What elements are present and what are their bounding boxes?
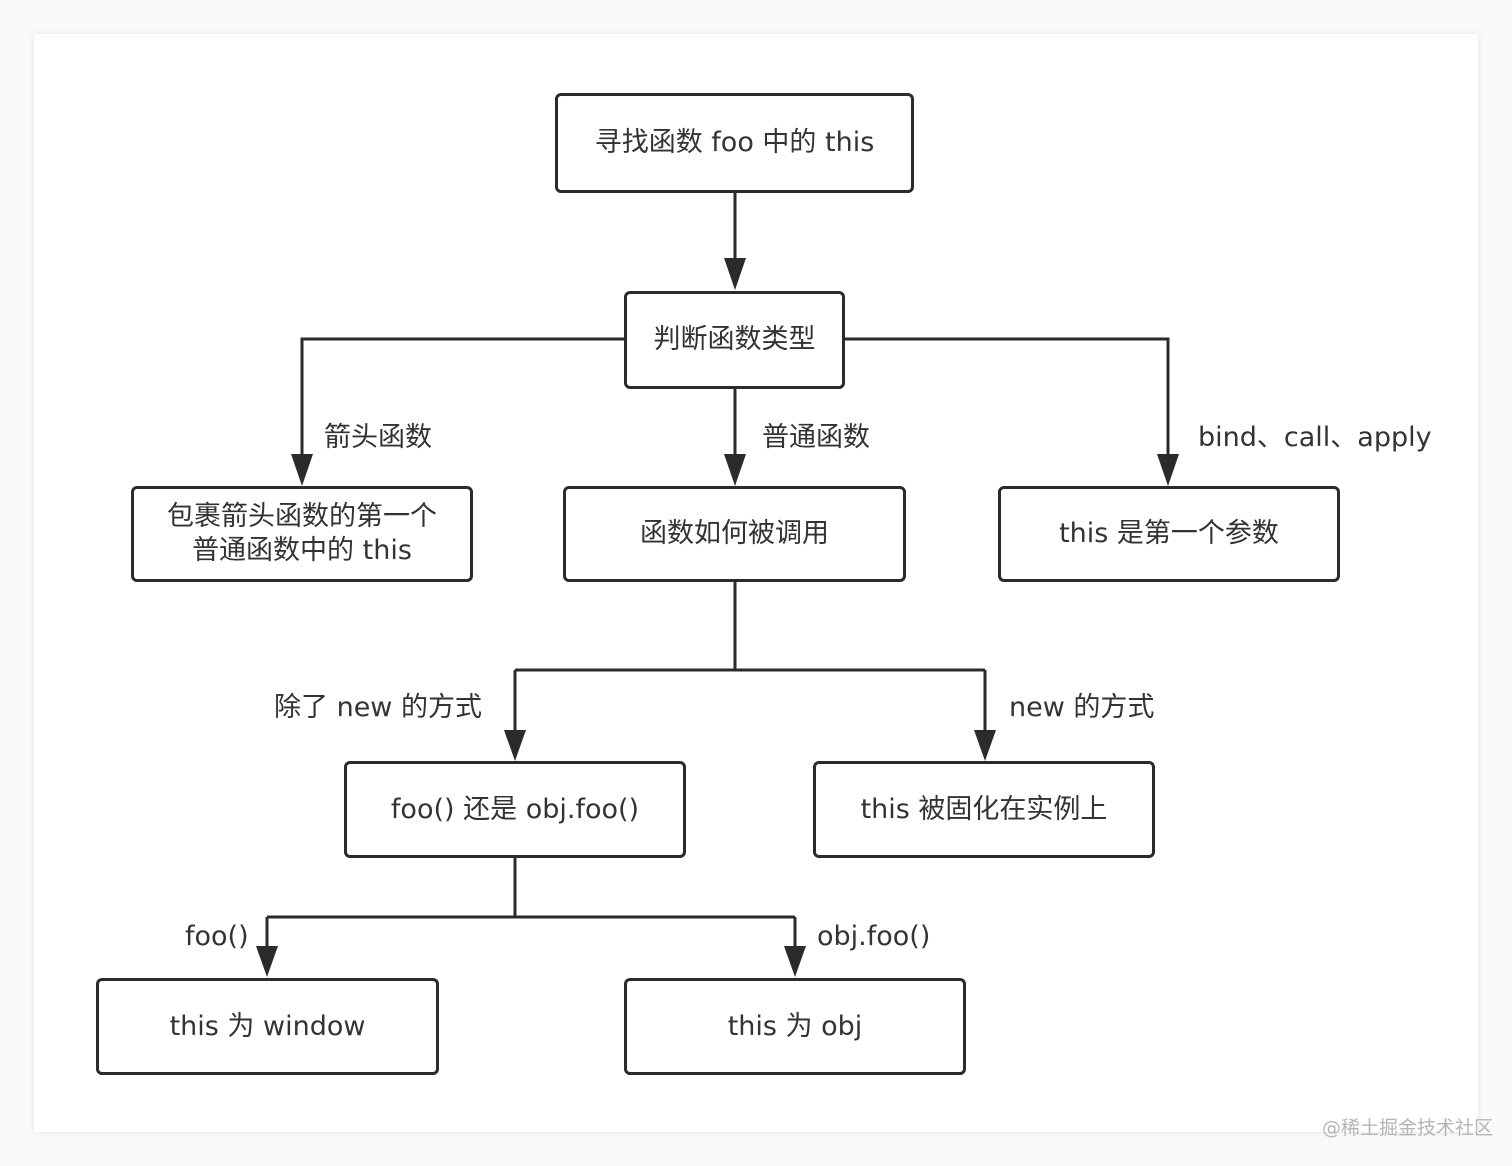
node-judge-function-type: 判断函数类型 xyxy=(624,291,845,389)
node-find-this: 寻找函数 foo 中的 this xyxy=(555,93,914,193)
edge-label-bind-call-apply: bind、call、apply xyxy=(1198,422,1432,453)
arrowhead-plain-or-obj xyxy=(504,730,526,761)
watermark-text: @稀土掘金技术社区 xyxy=(1322,1117,1494,1139)
node-plain-or-method-call: foo() 还是 obj.foo() xyxy=(344,761,686,858)
edge-label-normal-function: 普通函数 xyxy=(762,422,870,453)
arrowhead-window-result xyxy=(256,946,278,977)
edge-label-not-new: 除了 new 的方式 xyxy=(274,692,482,723)
arrowhead-call-style xyxy=(724,454,746,486)
arrowhead-obj-result xyxy=(784,946,806,977)
node-arrow-function-this: 包裹箭头函数的第一个 普通函数中的 this xyxy=(131,486,473,582)
edge-judge-to-bind xyxy=(844,337,1170,454)
arrowhead-new-result xyxy=(974,730,996,761)
arrowhead-judge xyxy=(724,258,746,290)
edge-label-arrow-function: 箭头函数 xyxy=(324,422,432,453)
edge-judge-to-arrow xyxy=(300,337,626,454)
edge-label-new-way: new 的方式 xyxy=(1009,692,1155,723)
node-this-is-obj: this 为 obj xyxy=(624,978,966,1075)
arrowhead-arrow-result xyxy=(291,454,313,486)
node-this-is-window: this 为 window xyxy=(96,978,439,1075)
node-this-fixed-on-instance: this 被固化在实例上 xyxy=(813,761,1155,858)
edge-label-plain-call: foo() xyxy=(185,921,249,952)
node-bind-first-arg: this 是第一个参数 xyxy=(998,486,1340,582)
edge-label-method-call: obj.foo() xyxy=(817,921,931,952)
arrowhead-bind-result xyxy=(1157,454,1179,486)
node-how-function-called: 函数如何被调用 xyxy=(563,486,906,582)
